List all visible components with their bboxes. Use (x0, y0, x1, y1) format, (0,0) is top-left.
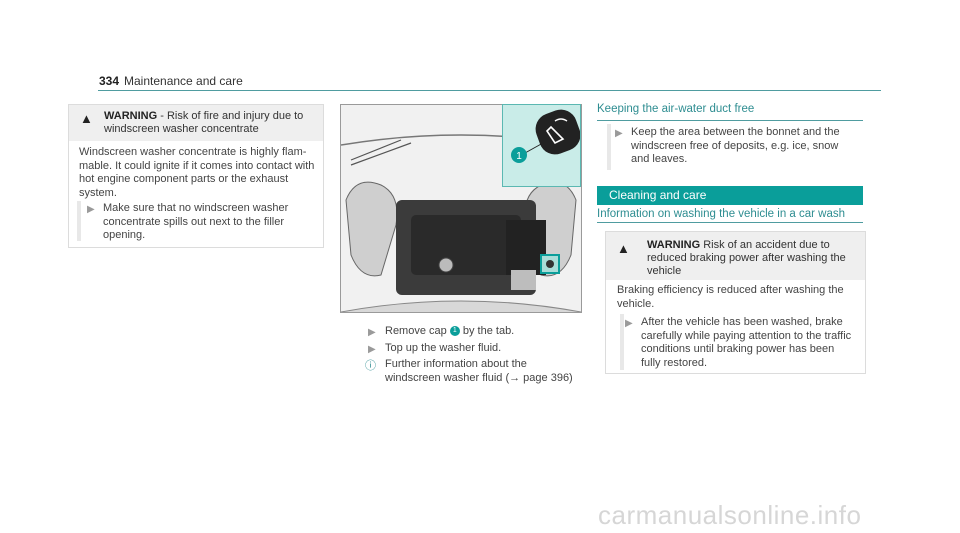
step-arrow-icon: ▶ (87, 204, 95, 215)
warning-triangle-icon: ▲ (80, 111, 93, 126)
info-further: Further information about the windscreen… (385, 358, 580, 385)
info-icon: ⓘ (365, 360, 376, 372)
step-text: by the tab. (459, 325, 515, 337)
step-arrow-icon: ▶ (368, 344, 376, 355)
header-rule (98, 90, 881, 91)
page-header-title: Maintenance and care (124, 74, 243, 88)
step-air-duct: Keep the area between the bonnet and the… (631, 126, 840, 165)
warning-label: WARNING (647, 239, 701, 251)
step-remove-cap: Remove cap 1 by the tab. (385, 325, 575, 339)
step-text: Remove cap (385, 325, 450, 337)
callout-badge: 1 (449, 326, 460, 337)
banner-text: Cleaning and care (609, 188, 707, 202)
warning-body: Windscreen washer concentrate is highly … (79, 146, 315, 199)
warning-header: ▲ WARNING - Risk of fire and injury due … (69, 105, 323, 141)
step-arrow-icon: ▶ (625, 318, 633, 329)
warning-headline-text: Risk of an accident due to reduced braki… (647, 239, 846, 277)
warning-label: WARNING (104, 110, 158, 122)
page-number: 334 (99, 74, 120, 88)
wiper-fluid-icon: 1 (511, 109, 581, 163)
callout-number: 1 (516, 151, 522, 162)
warning-header: ▲ WARNING Risk of an accident due to red… (606, 232, 865, 280)
section-rule (597, 222, 863, 223)
warning-headline: WARNING - Risk of fire and injury due to… (104, 110, 314, 136)
section-banner-cleaning: Cleaning and care (597, 186, 863, 205)
watermark: carmanualsonline.info (598, 500, 862, 530)
warning-step: After the vehicle has been washed, brake… (641, 316, 852, 369)
washer-cap-inset: 1 (502, 104, 581, 187)
warning-headline-text: - Risk of fire and injury due to windscr… (104, 110, 304, 135)
section-heading-air-duct: Keeping the air-water duct free (597, 103, 755, 115)
link-arrow-icon: → (509, 371, 521, 384)
warning-step: Make sure that no windscreen washer conc… (103, 202, 289, 241)
step-arrow-icon: ▶ (615, 128, 623, 139)
warning-body: Braking efficiency is reduced after wash… (617, 284, 844, 310)
step-arrow-icon: ▶ (368, 327, 376, 338)
section-rule (597, 120, 863, 121)
warning-headline: WARNING Risk of an accident due to reduc… (647, 239, 857, 278)
step-bar (607, 124, 611, 170)
step-top-up: Top up the washer fluid. (385, 342, 502, 354)
page-link[interactable]: page 396) (520, 371, 573, 384)
subheading-car-wash: Information on washing the vehicle in a … (597, 208, 846, 220)
info-text: Further information about the windscreen… (385, 358, 527, 384)
warning-triangle-icon: ▲ (617, 241, 630, 256)
step-bar (620, 314, 624, 370)
warning-box-washer: ▲ WARNING - Risk of fire and injury due … (68, 104, 324, 248)
warning-box-braking: ▲ WARNING Risk of an accident due to red… (605, 231, 866, 374)
step-bar (77, 201, 81, 241)
